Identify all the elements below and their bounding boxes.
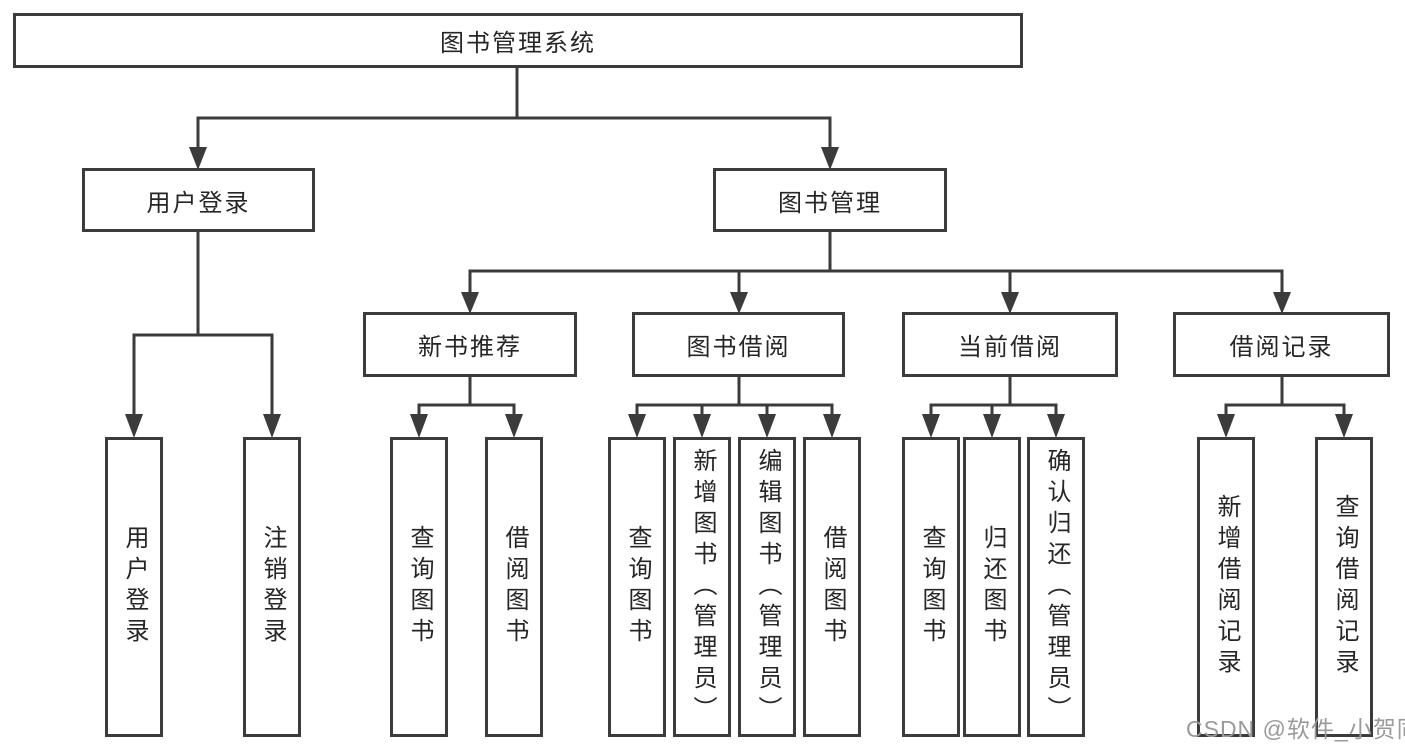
node-root-system: 图书管理系统: [13, 13, 1023, 68]
connector-borrow-split: [635, 403, 834, 418]
leaf-add-borrow-record: 新增借阅记录: [1197, 437, 1255, 737]
node-new-book-recommend: 新书推荐: [363, 312, 577, 377]
arrowhead: [922, 414, 940, 438]
arrowhead: [1001, 292, 1019, 314]
leaf-bor-add-books-admin: 新增图书（管理员）: [673, 437, 731, 737]
node-borrow-records: 借阅记录: [1173, 312, 1390, 377]
arrowhead: [823, 414, 841, 438]
arrowhead: [821, 147, 839, 170]
leaf-bor-borrow-books: 借阅图书: [803, 437, 861, 737]
connector-bookmgmt-split: [468, 269, 1284, 295]
node-book-management: 图书管理: [713, 168, 947, 232]
connector-root-split: [196, 116, 832, 152]
leaf-label: 新增借阅记录: [1213, 494, 1240, 680]
arrowhead: [505, 414, 523, 438]
connector-newbook-split: [417, 403, 516, 418]
leaf-logout-login: 注销登录: [243, 437, 301, 737]
arrowhead: [410, 414, 428, 438]
arrowhead: [628, 414, 646, 438]
node-book-borrow: 图书借阅: [632, 312, 845, 377]
leaf-rec-query-books: 查询图书: [390, 437, 448, 737]
arrowhead: [758, 414, 776, 438]
arrowhead: [1217, 414, 1235, 438]
watermark: CSDN @软件_小贺同学: [1186, 716, 1405, 742]
arrowhead: [125, 414, 143, 438]
arrowhead: [1335, 414, 1353, 438]
leaf-label: 借阅图书: [501, 525, 528, 649]
leaf-label: 查询图书: [918, 525, 945, 649]
node-current-borrow: 当前借阅: [902, 312, 1118, 377]
leaf-cur-query-books: 查询图书: [902, 437, 960, 737]
leaf-rec-borrow-books: 借阅图书: [485, 437, 543, 737]
arrowheads: [125, 147, 1353, 438]
arrowhead: [461, 292, 479, 314]
arrowhead: [693, 414, 711, 438]
connector-userlogin-split: [132, 333, 274, 418]
leaf-label: 编辑图书（管理员）: [754, 447, 781, 727]
leaf-label: 借阅图书: [819, 525, 846, 649]
leaf-label: 归还图书: [979, 525, 1006, 649]
leaf-label: 注销登录: [259, 525, 286, 649]
leaf-label: 用户登录: [121, 525, 148, 649]
node-user-login: 用户登录: [82, 168, 315, 232]
arrowhead: [1273, 292, 1291, 314]
leaf-label: 确认归还（管理员）: [1043, 447, 1070, 727]
arrowhead: [983, 414, 1001, 438]
leaf-query-borrow-record: 查询借阅记录: [1315, 437, 1373, 737]
leaf-user-login: 用户登录: [105, 437, 163, 737]
connector-records-split: [1224, 403, 1346, 418]
leaf-cur-confirm-return-admin: 确认归还（管理员）: [1027, 437, 1085, 737]
leaf-bor-query-books: 查询图书: [608, 437, 666, 737]
arrowhead: [189, 147, 207, 170]
arrowhead: [1047, 414, 1065, 438]
leaf-label: 新增图书（管理员）: [689, 447, 716, 727]
leaf-bor-edit-books-admin: 编辑图书（管理员）: [738, 437, 796, 737]
arrowhead: [263, 414, 281, 438]
arrowhead: [730, 292, 748, 314]
leaf-label: 查询借阅记录: [1331, 494, 1358, 680]
leaf-label: 查询图书: [624, 525, 651, 649]
leaf-label: 查询图书: [406, 525, 433, 649]
leaf-cur-return-books: 归还图书: [963, 437, 1021, 737]
